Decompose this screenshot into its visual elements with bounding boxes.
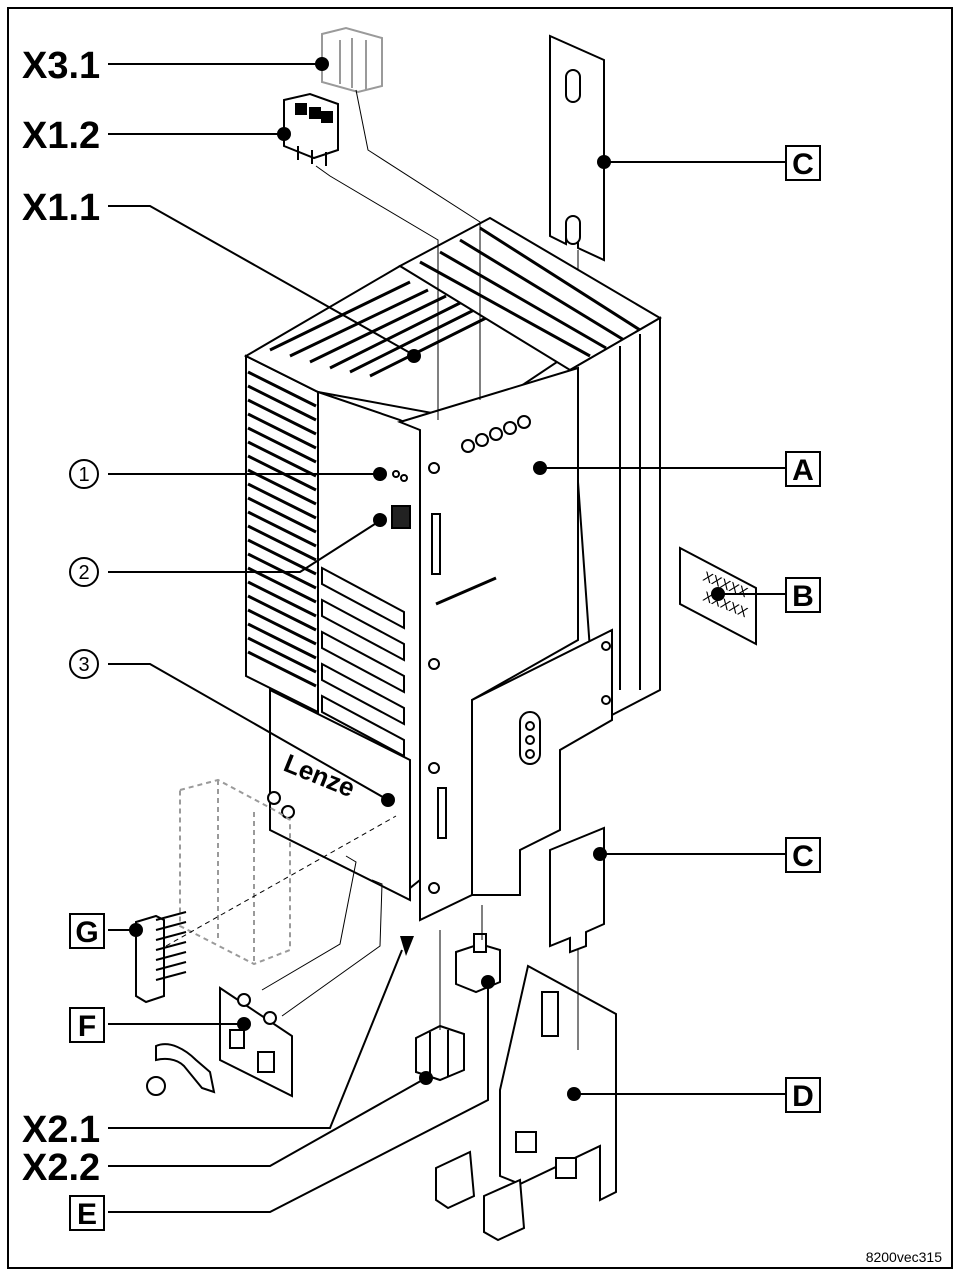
label-x2-2: X2.2 — [22, 1147, 100, 1189]
led-dot — [400, 474, 408, 482]
boxed-label-a: A — [785, 451, 821, 487]
label-c-bottom: C — [792, 840, 814, 873]
top-heatsink-fins — [269, 280, 495, 378]
boxed-label-e: E — [69, 1195, 105, 1231]
left-heatsink-fins — [247, 370, 317, 688]
callout-3: 3 — [69, 649, 99, 679]
rear-heatsink-ribs — [419, 226, 641, 358]
plate-d — [499, 964, 617, 1202]
boxed-label-d: D — [785, 1077, 821, 1113]
assembly-guide-lines — [165, 89, 579, 1050]
led-dot — [392, 470, 400, 478]
label-a: A — [792, 454, 814, 487]
arrowhead — [400, 936, 414, 956]
leader-lines — [108, 63, 786, 1213]
label-c-top: C — [792, 148, 814, 181]
leader-dots — [129, 57, 725, 1101]
label-x2-1: X2.1 — [22, 1109, 100, 1151]
callout-2-text: 2 — [78, 562, 89, 584]
ghost-fieldbus-module — [179, 778, 291, 966]
front-slot — [431, 513, 441, 575]
label-e: E — [77, 1198, 97, 1231]
callout-3-text: 3 — [78, 654, 89, 676]
top-heatsink — [243, 264, 593, 422]
front-vents — [321, 566, 405, 758]
figure-code: 8200vec315 — [866, 1249, 943, 1265]
label-g: G — [75, 916, 98, 949]
top-connector-holes — [461, 415, 531, 453]
label-x1-1: X1.1 — [22, 187, 100, 229]
label-x1-2: X1.2 — [22, 115, 100, 157]
boxed-label-c-top: C — [785, 145, 821, 181]
front-edge-line — [435, 576, 497, 606]
callout-2: 2 — [69, 557, 99, 587]
clamp-e-left — [435, 1150, 476, 1210]
connector-x3-1 — [321, 26, 383, 94]
figure-frame — [7, 7, 953, 1269]
rail-c-top — [549, 34, 605, 262]
label-f: F — [78, 1010, 96, 1043]
label-x3-1: X3.1 — [22, 45, 100, 87]
plate-f — [146, 986, 293, 1098]
connector-x2-1 — [415, 1024, 465, 1082]
shield-plate — [471, 628, 613, 896]
rail-c-bottom — [549, 826, 605, 954]
clamp-e-right — [483, 1178, 526, 1242]
callout-1-text: 1 — [78, 464, 89, 486]
lower-module-front — [269, 688, 411, 902]
dip-switch — [391, 505, 411, 529]
label-b: B — [792, 580, 814, 613]
connector-x1-2 — [283, 92, 339, 166]
front-slot — [437, 787, 447, 839]
callout-1: 1 — [69, 459, 99, 489]
left-heatsink-block — [245, 354, 319, 714]
boxed-label-b: B — [785, 577, 821, 613]
boxed-label-c-bottom: C — [785, 837, 821, 873]
inverter-body — [243, 216, 662, 922]
boxed-label-g: G — [69, 913, 105, 949]
label-d: D — [792, 1080, 814, 1113]
connector-g — [135, 911, 187, 1004]
boxed-label-f: F — [69, 1007, 105, 1043]
